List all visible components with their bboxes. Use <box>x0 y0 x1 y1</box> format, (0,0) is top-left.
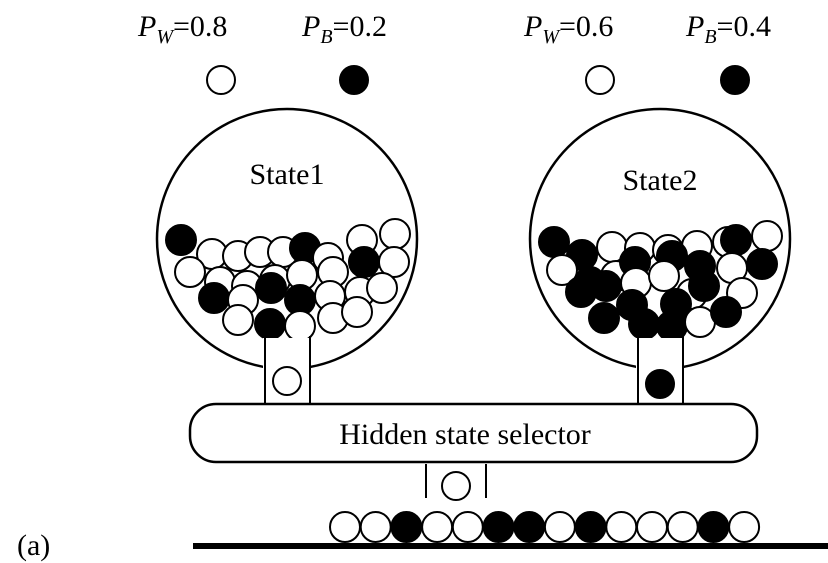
state1-tube <box>263 336 311 408</box>
urn1-ball <box>198 282 230 314</box>
output-ball-white <box>329 511 361 543</box>
state2-prob-black-label: PB=0.4 <box>685 10 771 48</box>
urn1-ball <box>379 218 411 250</box>
state1-black-ball-legend <box>339 65 369 95</box>
state1-white-ball-legend <box>206 65 236 95</box>
output-ball-white <box>636 511 668 543</box>
output-ball-white <box>543 511 576 543</box>
urn2-ball <box>538 226 570 258</box>
state2-prob-white-label: PW=0.6 <box>523 10 613 48</box>
output-ball-white <box>666 511 699 543</box>
output-ball-white <box>359 511 392 543</box>
urn2-ball <box>628 308 660 340</box>
urn1-ball <box>341 296 373 328</box>
selector-label: Hidden state selector <box>339 418 591 451</box>
selector-box <box>188 402 759 464</box>
urn1-ball <box>165 224 197 256</box>
selected-ball <box>441 471 471 501</box>
output-ball-black <box>513 511 546 543</box>
urn1-ball <box>366 272 398 304</box>
urn1-ball <box>222 304 254 336</box>
urn1-ball <box>174 256 206 288</box>
panel-label: (a) <box>17 529 50 562</box>
state2-label: State2 <box>623 164 698 197</box>
output-ball-white <box>605 511 638 543</box>
hidden-state-selector: Hidden state selector <box>188 402 759 464</box>
urn2-ball <box>688 270 720 302</box>
urn1-ball <box>254 308 286 340</box>
output-ball-white <box>451 511 484 543</box>
output-sequence <box>329 511 761 543</box>
urn2-ball <box>746 248 778 280</box>
state1-prob-white-label: PW=0.8 <box>137 10 227 48</box>
state1-prob-black-label: PB=0.2 <box>301 10 387 48</box>
urn2-ball <box>751 220 783 252</box>
state2-tube <box>636 336 684 408</box>
state1-emitted-ball <box>272 366 302 396</box>
urn2-ball <box>720 224 752 256</box>
urn1-ball <box>348 246 380 278</box>
state1-urn: State1 <box>155 107 419 371</box>
output-ball-black <box>574 511 607 543</box>
state2-black-ball-legend <box>720 65 750 95</box>
urn1-ball <box>378 246 410 278</box>
output-ball-black <box>482 511 515 543</box>
state2-urn: State2 <box>528 107 792 371</box>
state2-urn-balls <box>538 220 783 342</box>
state2-white-ball-legend <box>585 65 615 95</box>
urn2-ball <box>648 260 680 292</box>
output-ball-black <box>390 511 423 543</box>
output-ball-black <box>697 511 730 543</box>
output-ball-white <box>728 511 761 543</box>
output-ball-white <box>421 511 454 543</box>
urn2-ball <box>710 296 742 328</box>
urn2-ball <box>546 254 578 286</box>
selector-output-tube <box>425 464 487 501</box>
urn2-ball <box>588 302 620 334</box>
state1-label: State1 <box>250 158 325 191</box>
state2-emitted-ball <box>645 369 675 399</box>
state1-urn-balls <box>165 218 411 342</box>
urn2-ball <box>590 270 622 302</box>
urn1-ball <box>255 272 287 304</box>
